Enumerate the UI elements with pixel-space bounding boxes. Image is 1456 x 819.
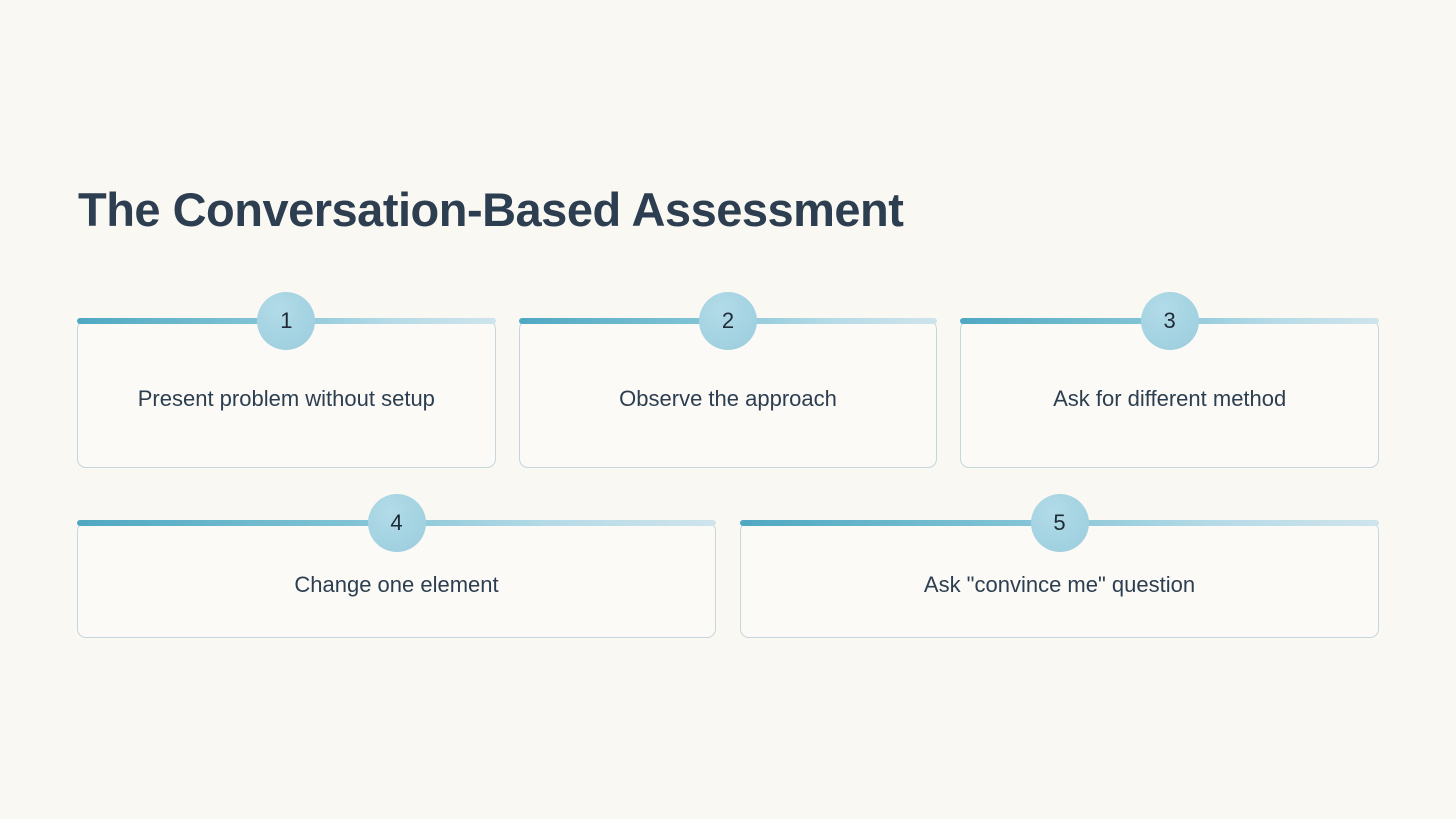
step-card-3[interactable]: 3 Ask for different method [960, 292, 1380, 468]
step-number-badge-1: 1 [257, 292, 316, 350]
page-title: The Conversation-Based Assessment [78, 183, 904, 236]
step-label-5: Ask "convince me" question [923, 572, 1196, 598]
step-row-2: 4 Change one element 5 Ask "convince me"… [77, 494, 1379, 638]
step-number-badge-4: 4 [367, 494, 426, 552]
step-number-badge-2: 2 [699, 292, 757, 350]
step-label-3: Ask for different method [1053, 386, 1287, 412]
step-card-5[interactable]: 5 Ask "convince me" question [740, 494, 1379, 638]
step-card-4[interactable]: 4 Change one element [77, 494, 716, 638]
step-label-2: Observe the approach [619, 386, 837, 412]
step-card-1[interactable]: 1 Present problem without setup [77, 292, 496, 468]
step-row-1: 1 Present problem without setup 2 Observ… [77, 292, 1380, 468]
step-card-2[interactable]: 2 Observe the approach [518, 292, 938, 468]
step-number-badge-3: 3 [1140, 292, 1199, 350]
step-label-4: Change one element [294, 572, 499, 598]
step-number-badge-5: 5 [1030, 494, 1089, 552]
step-label-1: Present problem without setup [137, 386, 435, 412]
